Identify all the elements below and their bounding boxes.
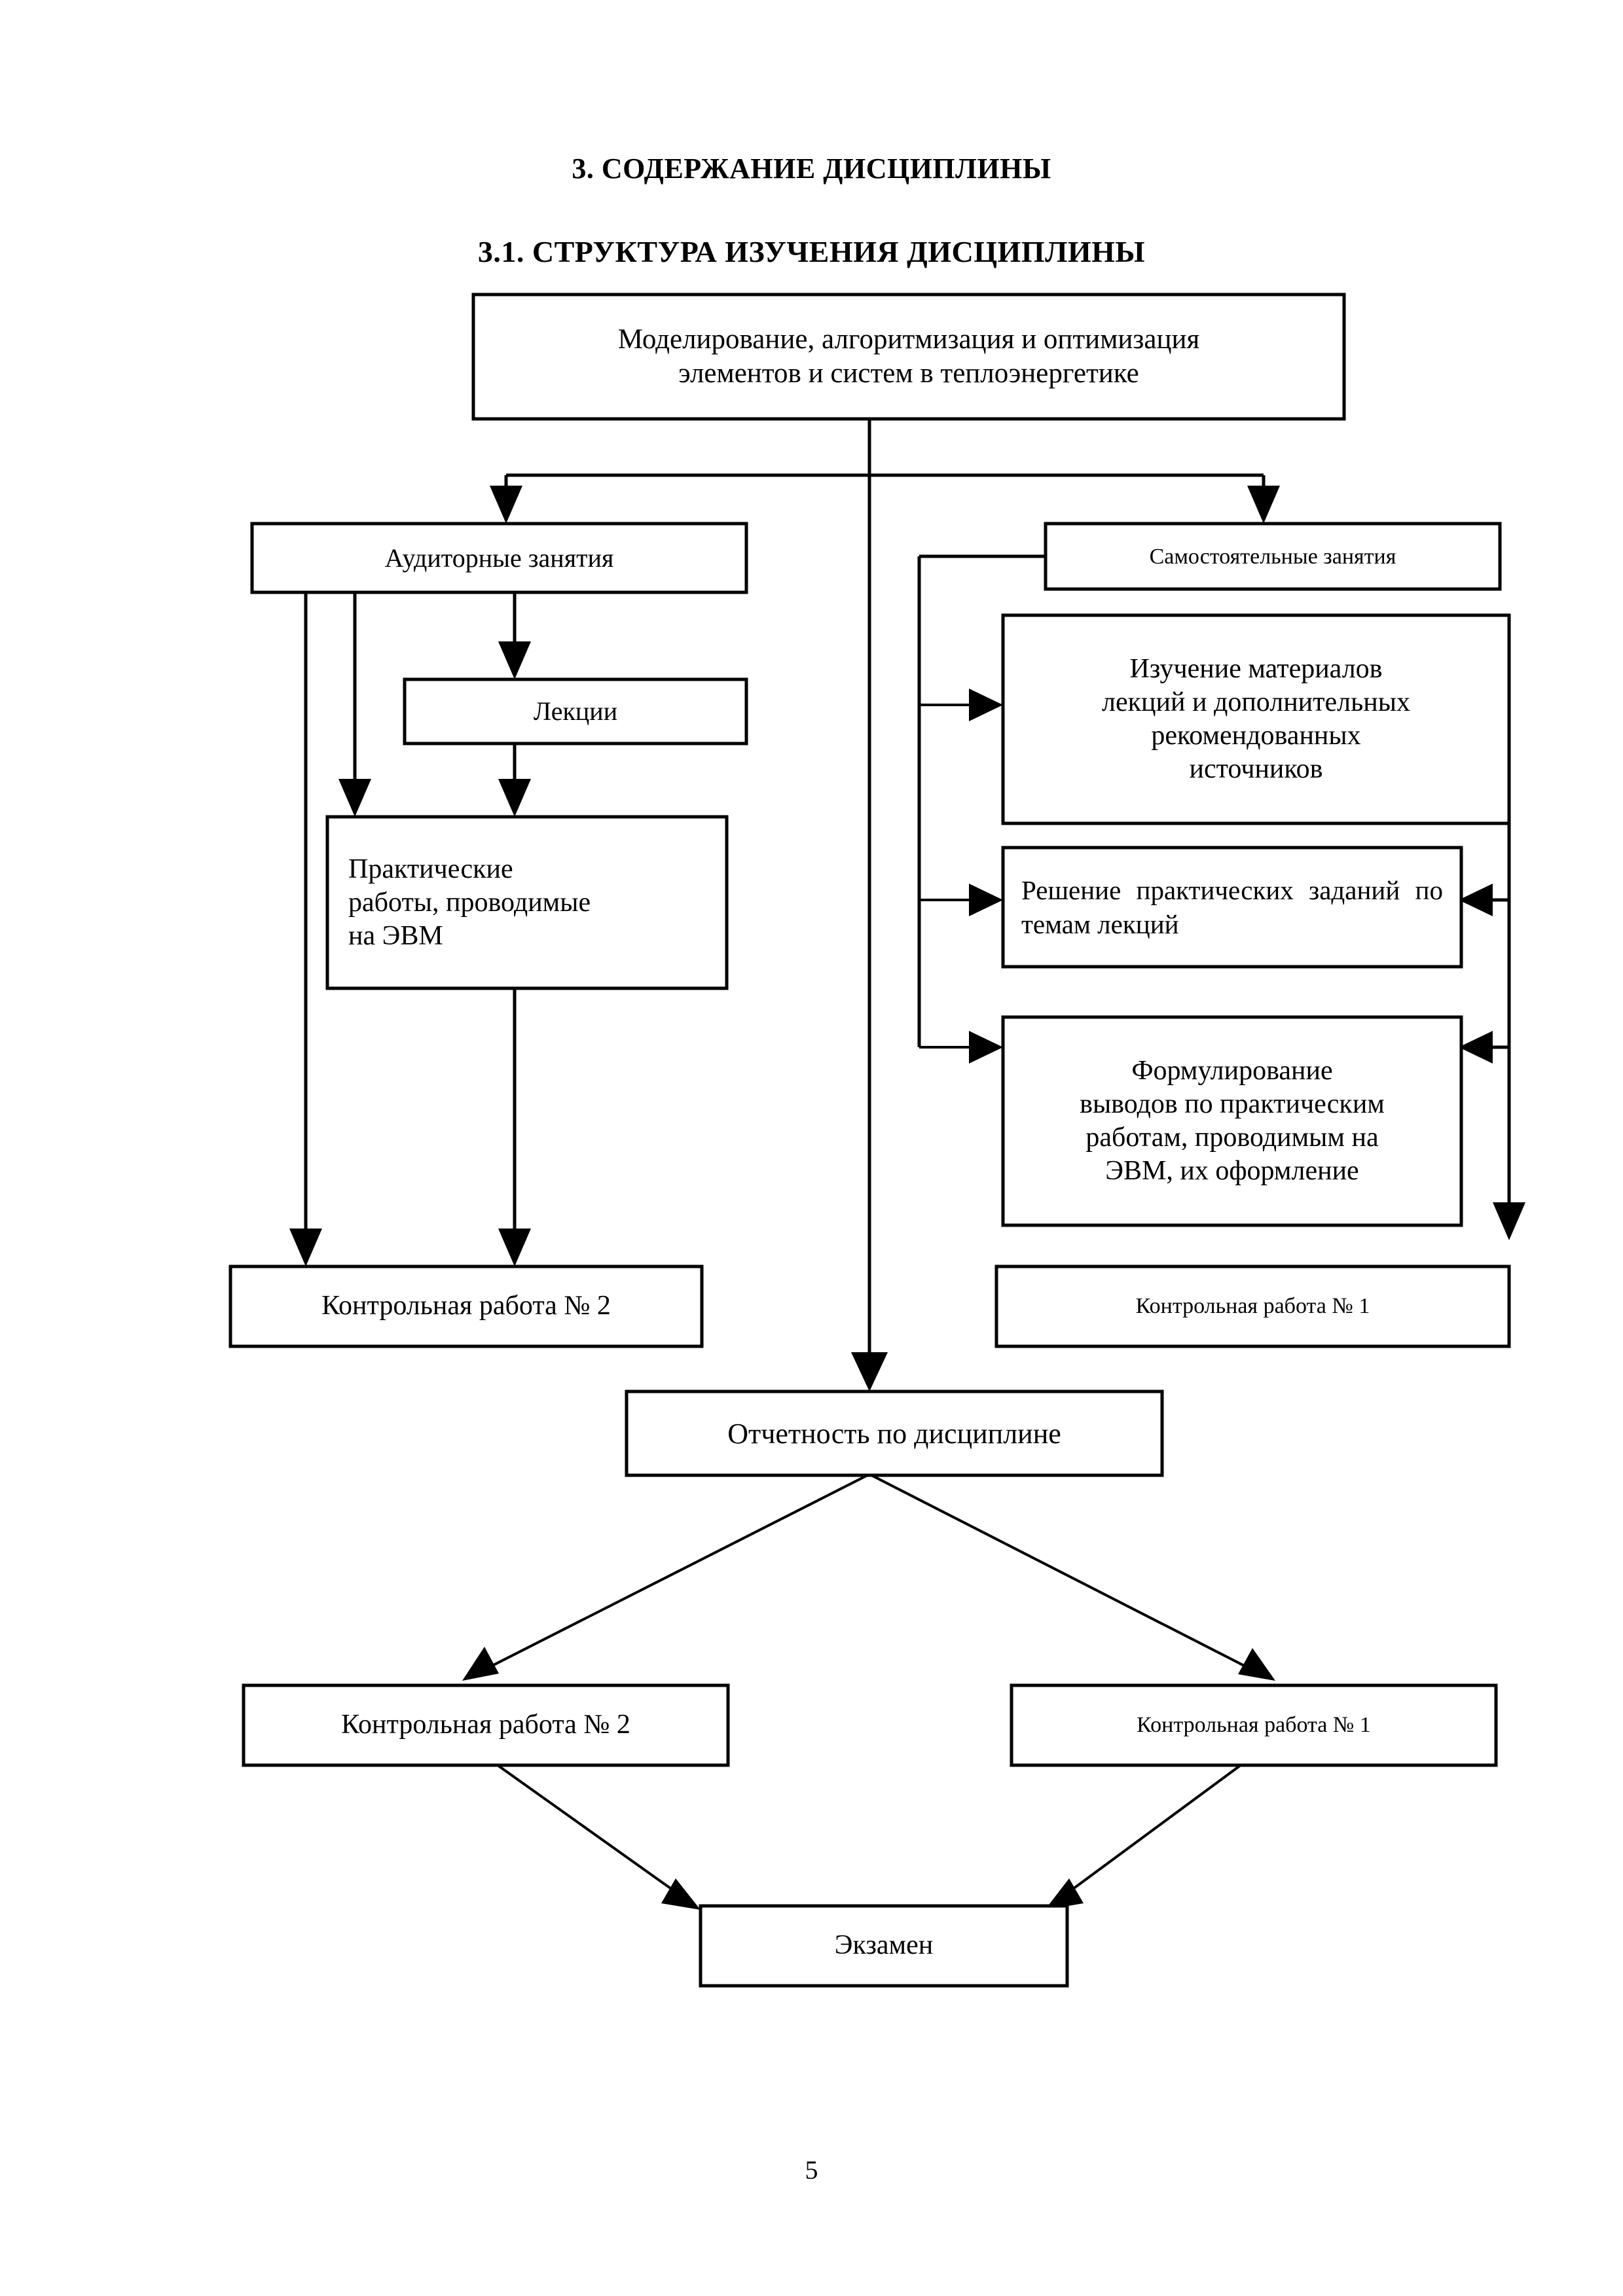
edge-right-return-bus	[1459, 823, 1525, 1240]
node-classroom-label: Аудиторные занятия	[384, 543, 614, 573]
edge-independent-feed-bus	[917, 554, 1046, 1064]
edge-lectures-to-practical	[498, 744, 531, 817]
edge-root-split	[490, 473, 1280, 524]
node-formulate-line1: Формулирование	[1131, 1055, 1333, 1086]
node-practical-line1: Практические	[348, 853, 513, 884]
page-title: 3. СОДЕРЖАНИЕ ДИСЦИПЛИНЫ	[572, 152, 1051, 185]
edge-reporting-to-test1-lower	[871, 1474, 1275, 1681]
node-reporting: Отчетность по дисциплине	[625, 1390, 1164, 1477]
edge-test2-lower-to-exam	[496, 1764, 701, 1910]
node-exam: Экзамен	[699, 1904, 1069, 1988]
node-test2-lower: Контрольная работа № 2	[242, 1683, 730, 1767]
edge-reporting-to-test2-lower	[462, 1474, 868, 1681]
node-solve-tasks: Решение практических заданий по темам ле…	[1001, 846, 1463, 969]
node-solve-tasks-label: Решение практических заданий по темам ле…	[1021, 875, 1443, 939]
node-lectures: Лекции	[403, 677, 748, 745]
section-subtitle: 3.1. СТРУКТУРА ИЗУЧЕНИЯ ДИСЦИПЛИНЫ	[477, 235, 1146, 268]
node-test2-upper-label: Контрольная работа № 2	[321, 1291, 611, 1321]
node-test1-upper: Контрольная работа № 1	[994, 1265, 1511, 1348]
node-practical: Практические работы, проводимые на ЭВМ	[325, 815, 729, 990]
node-exam-label: Экзамен	[834, 1930, 934, 1961]
node-independent: Самостоятельные занятия	[1044, 522, 1502, 591]
node-study-materials-line1: Изучение материалов	[1129, 653, 1383, 684]
node-test2-upper: Контрольная работа № 2	[228, 1265, 704, 1348]
node-independent-label: Самостоятельные занятия	[1149, 544, 1396, 569]
edge-classroom-to-practical	[338, 592, 371, 817]
node-study-materials-line3: рекомендованных	[1151, 721, 1361, 751]
node-root-line2: элементов и систем в теплоэнергетике	[678, 358, 1139, 389]
node-formulate-line3: работам, проводимым на	[1085, 1122, 1379, 1153]
edge-classroom-to-lectures	[498, 592, 531, 679]
node-root: Моделирование, алгоритмизация и оптимиза…	[471, 293, 1346, 421]
page-number: 5	[805, 2155, 818, 2185]
node-test1-lower-label: Контрольная работа № 1	[1137, 1713, 1371, 1738]
node-practical-line3: на ЭВМ	[348, 921, 443, 952]
node-formulate-line4: ЭВМ, их оформление	[1105, 1156, 1359, 1187]
edge-classroom-to-test2	[289, 592, 322, 1266]
node-classroom: Аудиторные занятия	[250, 522, 748, 594]
node-formulate-line2: выводов по практическим	[1080, 1088, 1385, 1119]
node-study-materials-line2: лекций и дополнительных	[1102, 687, 1410, 717]
node-root-line1: Моделирование, алгоритмизация и оптимиза…	[617, 323, 1200, 355]
node-reporting-label: Отчетность по дисциплине	[727, 1418, 1061, 1450]
node-lectures-label: Лекции	[533, 696, 618, 726]
edge-practical-to-test2	[498, 988, 531, 1266]
edge-root-to-reporting	[851, 419, 888, 1391]
node-study-materials: Изучение материалов лекций и дополнитель…	[1001, 613, 1511, 825]
node-formulate: Формулирование выводов по практическим р…	[1001, 1015, 1463, 1227]
edge-test1-lower-to-exam	[1045, 1764, 1242, 1910]
node-practical-line2: работы, проводимые	[348, 887, 591, 918]
node-study-materials-line4: источников	[1189, 754, 1323, 785]
node-test2-lower-label: Контрольная работа № 2	[341, 1710, 630, 1740]
node-test1-lower: Контрольная работа № 1	[1010, 1683, 1498, 1767]
node-test1-upper-label: Контрольная работа № 1	[1135, 1294, 1370, 1319]
